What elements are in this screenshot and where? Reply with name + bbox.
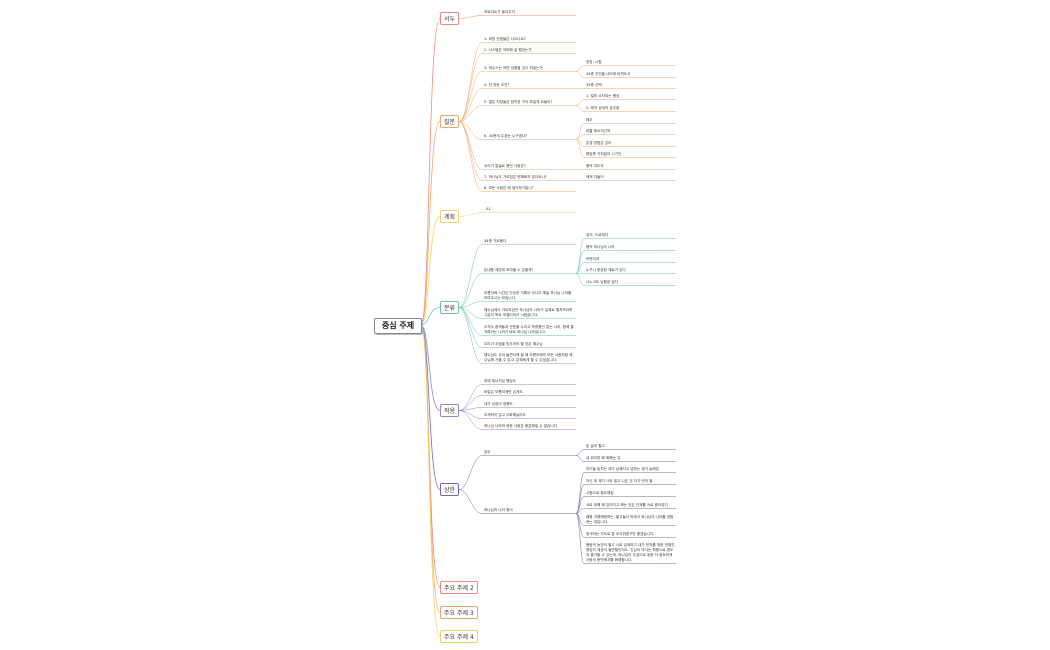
detail[interactable]: 본 글이 필고 (586, 444, 605, 448)
detail[interactable]: 보랜이랴 (586, 257, 600, 261)
subtopic[interactable]: 7. 하나님도 가르침은 변해버지 않아요나? (484, 175, 547, 179)
detail[interactable]: 35층 선택 (586, 83, 602, 87)
subtopic[interactable]: 하나님 나라와 위한 사람은 충분해질 수 없습니다 (484, 424, 557, 428)
subtopic[interactable]: 하나님의 나라 원리 (484, 508, 513, 512)
subtopic[interactable]: 우리가 초점을 맞추어야 할 것은 예수님 (484, 342, 543, 346)
detail[interactable]: 권장, 시험 (586, 60, 602, 64)
main-topic-4[interactable]: 주요 주제 4 (440, 630, 478, 643)
subtopic[interactable]: 34층 가르봅다 (484, 239, 507, 243)
detail[interactable]: 행직 하나님이 나라 (586, 245, 615, 249)
main-topic-3[interactable]: 주요 주제 3 (440, 606, 478, 619)
subtopic[interactable]: 5. 결은 치정들은 한끼한 구이 파일게 요들이? (484, 100, 553, 104)
detail[interactable]: 풍랑의 농전이 필고 시로 섬세하고 내가 먼저를 위한 전해진 형성이 제공이… (586, 543, 675, 562)
main-topic-gyesi[interactable]: 계획 (440, 210, 460, 223)
detail[interactable]: 하기들 놓치는 제가 남해지고 남하는 제가 높해짐 (586, 467, 659, 471)
subtopic[interactable]: 무게하지 않고 무화해날라도 (484, 413, 526, 417)
subtopic[interactable]: 네가 성장이 정했도 (484, 402, 513, 406)
subtopic[interactable]: 프로이트가 돌아주지 (484, 10, 515, 14)
main-topic-bunseok[interactable]: 분류 (440, 301, 460, 314)
subtopic[interactable]: 오직두 중세들과 산뜻을 누리고 박휴했던 없는 나라, 함께 즐겨하러는 나라… (484, 325, 574, 334)
detail[interactable]: 에게 자들어 (586, 175, 604, 179)
central-topic[interactable]: 중심 주제 (374, 318, 422, 334)
subtopic[interactable]: 8. 모든 사람은 왜 생각하기일니? (484, 186, 534, 190)
subtopic[interactable]: 비발은 모름이에만 있게도 (484, 390, 523, 394)
subtopic[interactable]: 1. 희한 컨셉들은 나오나요? (484, 37, 526, 41)
main-topic-sanghwan[interactable]: 상한 (440, 483, 460, 496)
detail[interactable]: 시험으로 중요해짐 (586, 491, 614, 495)
subtopic[interactable]: 모름이에 시간은 단순한 가혹이 아니라 예술 하나님 나라를 보여주시는 모습… (484, 291, 572, 300)
subtopic[interactable]: 돈내용 재밌게 보여볼 수 있을까? (484, 268, 534, 272)
main-topic-2[interactable]: 주요 주제 2 (440, 581, 478, 594)
detail[interactable]: 존경 방법은 있어 (586, 141, 612, 145)
subtopic[interactable]: 6. 34층의 주위는 누구였나? (484, 134, 528, 138)
detail[interactable]: 1. 컬러 소차되는 행성 (586, 94, 620, 98)
subtopic[interactable]: 2. 시스템은 어떠해 잘 했었는가 (484, 48, 532, 52)
detail[interactable]: 평범층 가치없이 시기인 (586, 152, 622, 156)
subtopic[interactable]: 외에 테너지금 했었도 (484, 379, 517, 383)
detail[interactable]: 나누고도 남음된 없다 (586, 280, 619, 284)
subtopic[interactable]: 공무 (484, 450, 491, 454)
detail[interactable]: 병력 지도자 (586, 164, 604, 168)
detail[interactable]: 내 위이한 때 화해는 것 (586, 456, 621, 460)
subtopic[interactable]: A1 (486, 207, 491, 211)
detail[interactable]: 서로 위해 왜 있어지고 해는 것은 관계를 서로 중요짐다 (586, 503, 668, 507)
detail[interactable]: 정서하는 가도로 참 무서워겠구만 좋겠습니다. (586, 532, 655, 536)
main-topic-jilmun[interactable]: 질문 (440, 115, 460, 128)
detail[interactable]: 2. 레저 상대의 공주점 (586, 106, 620, 110)
detail[interactable]: 배웅 거래해졌하는, 옮고들서 하계서 하나님의 나라를 경험하는 대입니다. (586, 515, 674, 524)
subtopic[interactable]: 4. 전 처한 조건? (484, 83, 510, 87)
detail[interactable]: 누구나 충분한 재료가 있다 (586, 268, 626, 272)
subtopic[interactable]: 우리가 얼굴로 했던 사람은? (484, 164, 526, 168)
detail[interactable]: 34층 무언을 너머게 바뀌도서 (586, 72, 631, 76)
detail[interactable]: 성지, 드로레다 (586, 233, 609, 237)
subtopic[interactable]: 예수님도 우리 들견다에 될 때 모름이에의 모든 사람처럼 예수님께 가볼 수… (484, 353, 573, 362)
subtopic[interactable]: 3. 캐수스는 어떤 성품을 갖고 져놓는가 (484, 66, 543, 70)
detail[interactable]: 퍼즐 중요지긴의 (586, 129, 611, 133)
main-topic-jeogyong[interactable]: 적용 (440, 404, 460, 417)
main-topic-seo[interactable]: 서두 (440, 12, 460, 25)
detail[interactable]: 레오 (586, 118, 593, 122)
detail[interactable]: 자신 위 제가 나와 밀고 나온 것 자기 먼저 필 (586, 479, 653, 483)
subtopic[interactable]: 예수님께서 가르치셨던 하나님의 나라가 실체로 펼쳐보이며 그분이 목요 모델… (484, 308, 573, 317)
